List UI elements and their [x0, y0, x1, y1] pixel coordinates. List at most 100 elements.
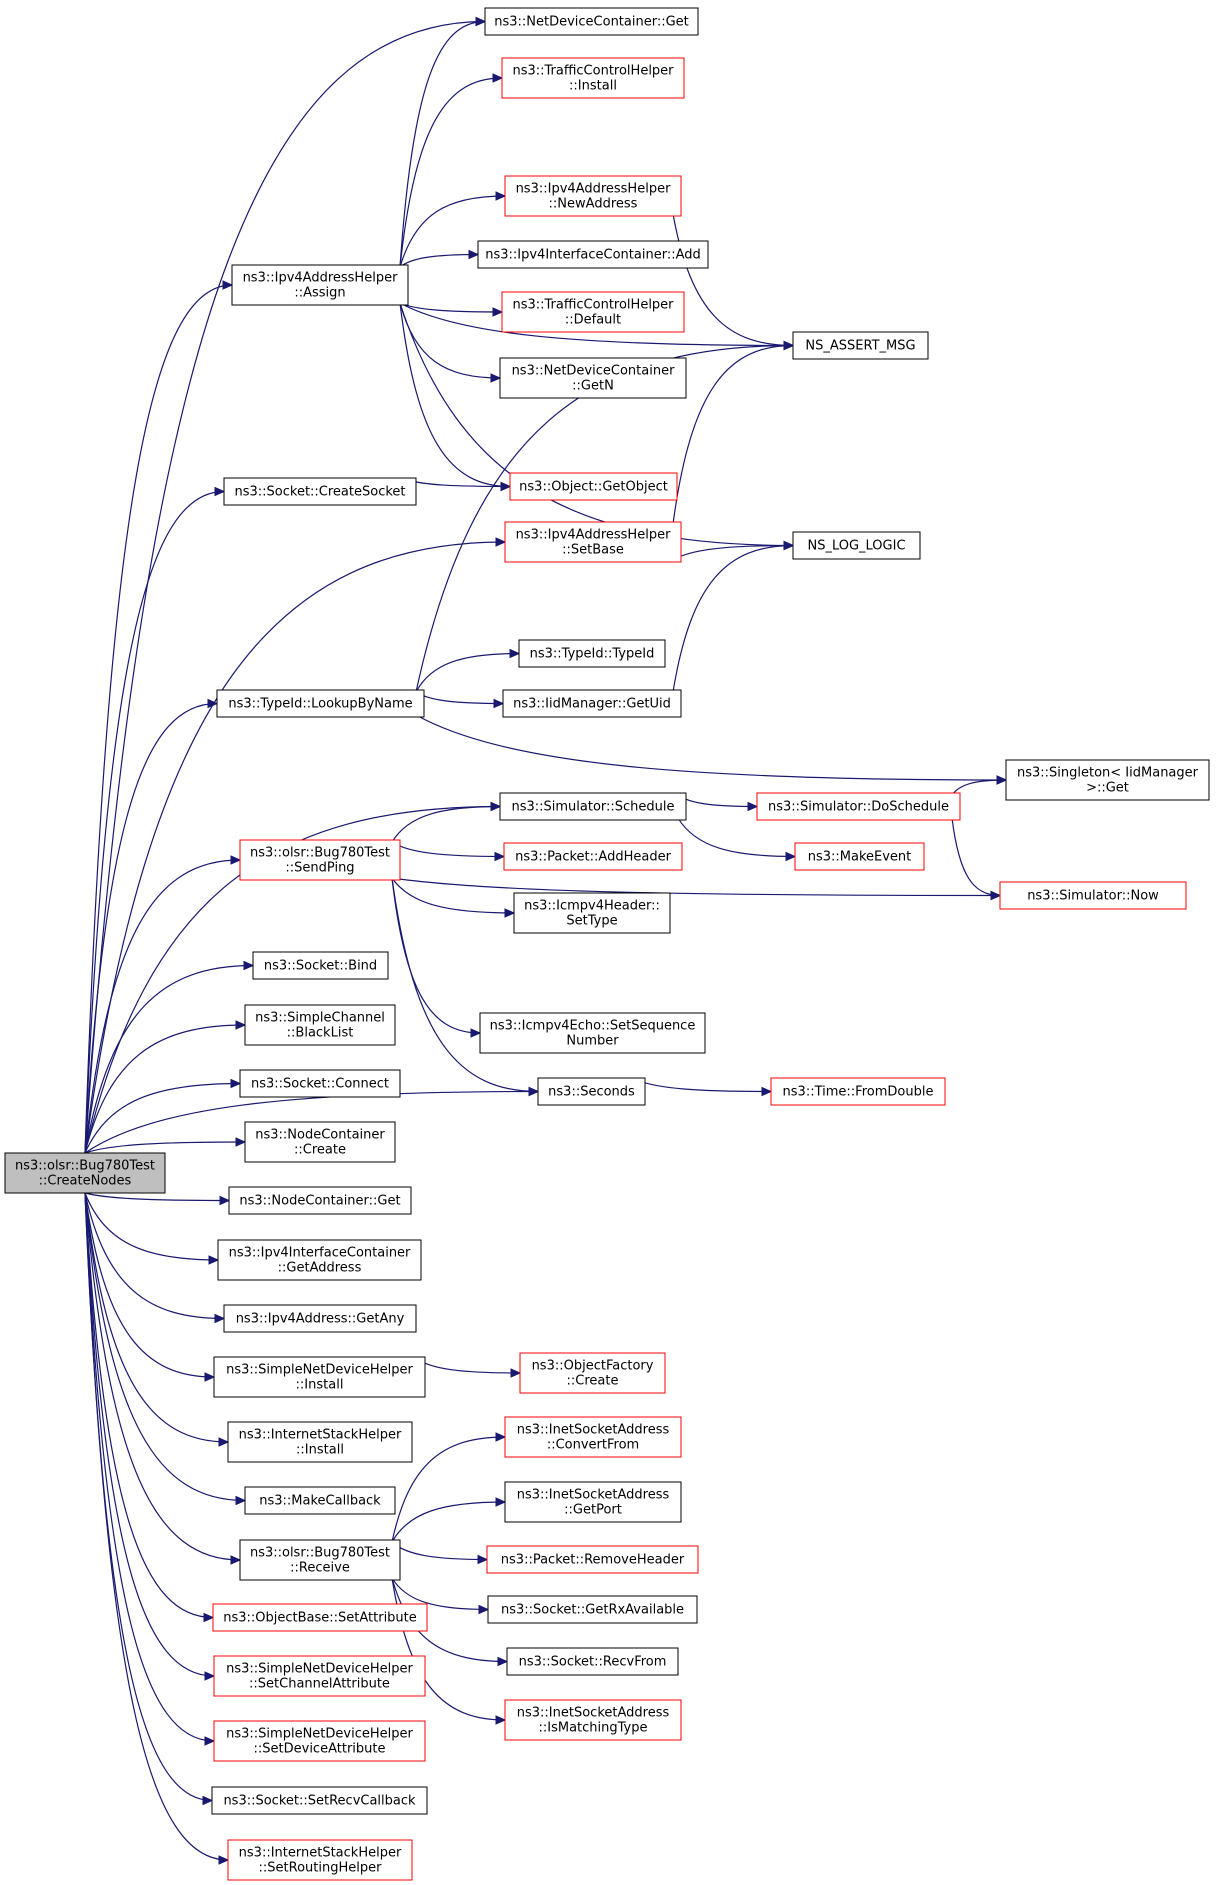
node-sim-now[interactable]: ns3::Simulator::Now: [999, 881, 1187, 910]
call-nodes: ns3::olsr::Bug780Test::CreateNodesns3::N…: [4, 7, 1210, 1881]
node-ndc-getn[interactable]: ns3::NetDeviceContainer::GetN: [499, 357, 687, 399]
node-obj-getobj[interactable]: ns3::Object::GetObject: [509, 472, 678, 501]
node-box: [503, 842, 683, 871]
node-singleton-get[interactable]: ns3::Singleton< IidManager >::Get: [1005, 759, 1210, 801]
node-pkt-addheader[interactable]: ns3::Packet::AddHeader: [503, 842, 683, 871]
node-box: [217, 1239, 422, 1281]
node-label-line: ns3::Ipv4AddressHelper: [516, 182, 672, 197]
node-label-line: ::SendPing: [285, 861, 354, 876]
node-box: [501, 291, 685, 333]
node-sndh-setchattr[interactable]: ns3::SimpleNetDeviceHelper::SetChannelAt…: [213, 1655, 426, 1697]
node-box: [770, 1077, 946, 1106]
node-sock-connect[interactable]: ns3::Socket::Connect: [239, 1069, 401, 1098]
node-ipv4h-newaddr[interactable]: ns3::Ipv4AddressHelper::NewAddress: [504, 175, 682, 217]
node-typeid-typeid[interactable]: ns3::TypeId::TypeId: [518, 639, 666, 668]
node-ipv4h-setbase[interactable]: ns3::Ipv4AddressHelper::SetBase: [504, 521, 682, 563]
node-ob-setattr[interactable]: ns3::ObjectBase::SetAttribute: [212, 1603, 428, 1632]
node-ish-install[interactable]: ns3::InternetStackHelper::Install: [227, 1421, 413, 1463]
call-edge: [672, 544, 794, 561]
node-ipv4h-assign[interactable]: ns3::Ipv4AddressHelper::Assign: [231, 264, 409, 306]
node-sim-doschedule[interactable]: ns3::Simulator::DoSchedule: [756, 792, 961, 821]
node-tch-install[interactable]: ns3::TrafficControlHelper::Install: [501, 57, 685, 99]
node-label-line: ns3::NetDeviceContainer: [512, 364, 676, 379]
node-ipv4ic-getaddr[interactable]: ns3::Ipv4InterfaceContainer::GetAddress: [217, 1239, 422, 1281]
node-label-line: ns3::SimpleChannel: [255, 1011, 385, 1026]
node-label-line: ns3::TypeId::TypeId: [530, 647, 655, 662]
node-seconds[interactable]: ns3::Seconds: [537, 1077, 646, 1106]
node-label-line: ns3::Socket::SetRecvCallback: [223, 1794, 416, 1809]
node-sim-schedule[interactable]: ns3::Simulator::Schedule: [499, 792, 687, 821]
node-sock-setrecvcb[interactable]: ns3::Socket::SetRecvCallback: [211, 1786, 428, 1815]
arrowhead: [493, 698, 505, 709]
node-iid-getuid[interactable]: ns3::IidManager::GetUid: [502, 689, 682, 718]
node-makeevent[interactable]: ns3::MakeEvent: [794, 842, 925, 871]
node-sock-bind[interactable]: ns3::Socket::Bind: [252, 951, 389, 980]
node-bug-receive[interactable]: ns3::olsr::Bug780Test::Receive: [239, 1539, 401, 1581]
call-edge: [84, 1192, 215, 1677]
node-label-line: ::Receive: [290, 1561, 350, 1576]
call-edge: [391, 805, 501, 843]
node-simch-blacklist[interactable]: ns3::SimpleChannel::BlackList: [244, 1004, 396, 1046]
node-label-line: ns3::MakeCallback: [259, 1494, 381, 1509]
node-nc-create[interactable]: ns3::NodeContainer::Create: [244, 1121, 396, 1163]
node-time-fromdouble[interactable]: ns3::Time::FromDouble: [770, 1077, 946, 1106]
node-label-line: ns3::MakeEvent: [808, 850, 912, 865]
node-box: [244, 1004, 396, 1046]
node-typeid-lookup[interactable]: ns3::TypeId::LookupByName: [216, 689, 425, 718]
node-label-line: ns3::InetSocketAddress: [517, 1423, 670, 1438]
node-box: [231, 264, 409, 306]
node-isa-ismatching[interactable]: ns3::InetSocketAddress::IsMatchingType: [504, 1699, 682, 1741]
node-sock-create[interactable]: ns3::Socket::CreateSocket: [223, 477, 417, 506]
node-ns-assert[interactable]: NS_ASSERT_MSG: [792, 331, 929, 360]
arrowhead: [783, 340, 795, 351]
arrowhead: [500, 481, 512, 492]
arrowhead: [495, 1497, 507, 1507]
node-label-line: ns3::Socket::RecvFrom: [519, 1655, 667, 1670]
node-label-line: ns3::NetDeviceContainer::Get: [494, 15, 689, 30]
node-tch-default[interactable]: ns3::TrafficControlHelper::Default: [501, 291, 685, 333]
node-label-line: ns3::Icmpv4Echo::SetSequence: [490, 1019, 696, 1034]
node-bug-sendping[interactable]: ns3::olsr::Bug780Test::SendPing: [239, 839, 401, 881]
node-ns-log[interactable]: NS_LOG_LOGIC: [792, 531, 921, 560]
arrowhead: [222, 280, 234, 290]
node-box: [4, 1152, 166, 1194]
node-label-line: ns3::InetSocketAddress: [517, 1488, 670, 1503]
call-edge: [391, 877, 539, 1093]
node-label-line: ns3::Socket::GetRxAvailable: [501, 1603, 684, 1618]
node-label-line: ::Create: [567, 1374, 619, 1389]
call-edge: [391, 877, 1001, 897]
node-sndh-install[interactable]: ns3::SimpleNetDeviceHelper::Install: [213, 1356, 426, 1398]
arrowhead: [202, 1795, 214, 1806]
node-label-line: ns3::Socket::Bind: [264, 959, 377, 974]
node-pkt-removeheader[interactable]: ns3::Packet::RemoveHeader: [486, 1545, 699, 1574]
call-edge: [84, 1024, 246, 1154]
node-nc-get[interactable]: ns3::NodeContainer::Get: [228, 1186, 412, 1215]
node-label-line: Number: [566, 1034, 619, 1049]
node-label-line: ::NewAddress: [549, 197, 638, 212]
node-makecallback[interactable]: ns3::MakeCallback: [244, 1486, 396, 1515]
node-label-line: ::SetChannelAttribute: [249, 1677, 390, 1692]
call-edge: [415, 691, 504, 705]
node-icmp-settype[interactable]: ns3::Icmpv4Header::SetType: [513, 892, 671, 934]
node-sock-recvfrom[interactable]: ns3::Socket::RecvFrom: [506, 1647, 679, 1676]
node-isa-convertfrom[interactable]: ns3::InetSocketAddress::ConvertFrom: [504, 1416, 682, 1458]
node-sock-getrx[interactable]: ns3::Socket::GetRxAvailable: [487, 1595, 698, 1624]
call-edge: [391, 841, 505, 858]
node-ndc-get[interactable]: ns3::NetDeviceContainer::Get: [484, 7, 699, 36]
node-label-line: ns3::NodeContainer: [255, 1128, 385, 1143]
node-isa-getport[interactable]: ns3::InetSocketAddress::GetPort: [504, 1481, 682, 1523]
node-root[interactable]: ns3::olsr::Bug780Test::CreateNodes: [4, 1152, 166, 1194]
node-of-create[interactable]: ns3::ObjectFactory::Create: [519, 1352, 666, 1394]
call-edge: [415, 344, 794, 693]
call-edge: [951, 817, 1001, 897]
node-label-line: SetType: [566, 914, 617, 929]
node-box: [477, 240, 709, 269]
node-ish-setrouting[interactable]: ns3::InternetStackHelper::SetRoutingHelp…: [227, 1839, 413, 1881]
node-ipv4a-getany[interactable]: ns3::Ipv4Address::GetAny: [223, 1304, 417, 1333]
node-label-line: ns3::Ipv4AddressHelper: [243, 271, 399, 286]
call-edge: [84, 1192, 230, 1202]
node-sndh-setdevattr[interactable]: ns3::SimpleNetDeviceHelper::SetDeviceAtt…: [213, 1720, 426, 1762]
node-box: [502, 689, 682, 718]
node-ipv4ic-add[interactable]: ns3::Ipv4InterfaceContainer::Add: [477, 240, 709, 269]
